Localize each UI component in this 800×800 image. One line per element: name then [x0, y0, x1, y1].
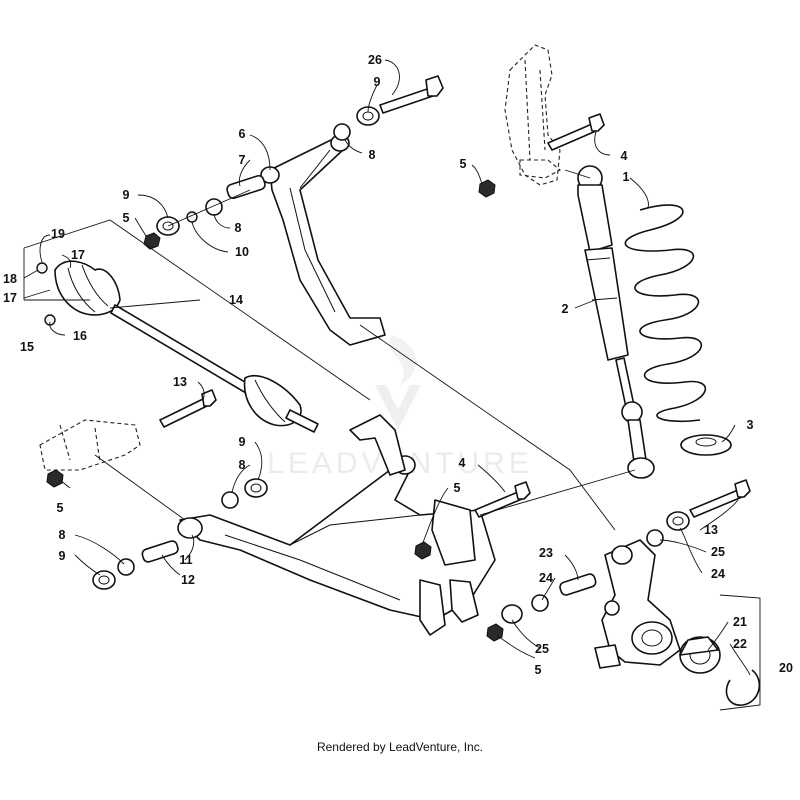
callout-24: 24 — [539, 571, 553, 585]
callout-25: 25 — [535, 642, 549, 656]
callout-9: 9 — [59, 549, 66, 563]
callout-5: 5 — [454, 481, 461, 495]
callout-19: 19 — [51, 227, 65, 241]
callout-16: 16 — [73, 329, 87, 343]
upper-a-arm — [260, 134, 386, 346]
callout-12: 12 — [181, 573, 195, 587]
drive-axle — [36, 260, 319, 433]
steering-knuckle — [594, 539, 681, 669]
callout-9: 9 — [239, 435, 246, 449]
render-credit: Rendered by LeadVenture, Inc. — [316, 740, 484, 754]
callout-2: 2 — [562, 302, 569, 316]
callout-24: 24 — [711, 567, 725, 581]
callout-8: 8 — [369, 148, 376, 162]
callout-3: 3 — [747, 418, 754, 432]
callout-8: 8 — [59, 528, 66, 542]
callout-6: 6 — [239, 127, 246, 141]
callout-9: 9 — [374, 75, 381, 89]
callout-18: 18 — [3, 272, 17, 286]
callout-5: 5 — [535, 663, 542, 677]
callout-10: 10 — [235, 245, 249, 259]
callout-5: 5 — [57, 501, 64, 515]
callout-5: 5 — [123, 211, 130, 225]
bolt-4-upper — [478, 113, 605, 198]
snap-ring — [725, 669, 761, 706]
callout-leaders — [23, 59, 751, 676]
callout-9: 9 — [123, 188, 130, 202]
callout-labels: 26 9 8 6 7 9 8 5 10 19 17 18 17 14 16 15… — [3, 53, 793, 677]
callout-4: 4 — [621, 149, 628, 163]
callout-4: 4 — [459, 456, 466, 470]
shock-absorber — [577, 165, 655, 479]
bolt-13-lower — [689, 479, 751, 518]
callout-8: 8 — [239, 458, 246, 472]
bolt-4-lower — [474, 481, 531, 518]
callout-13: 13 — [173, 375, 187, 389]
callout-1: 1 — [623, 170, 630, 184]
callout-17: 17 — [71, 248, 85, 262]
callout-23: 23 — [539, 546, 553, 560]
frame-bracket-lower — [39, 419, 141, 471]
callout-22: 22 — [733, 637, 747, 651]
callout-21: 21 — [733, 615, 747, 629]
callout-14: 14 — [229, 293, 243, 307]
frame-bracket-upper — [504, 44, 561, 186]
callout-11: 11 — [179, 553, 192, 567]
lower-a-arm — [177, 414, 496, 636]
bolt-13-upper — [159, 389, 217, 428]
callout-8: 8 — [235, 221, 242, 235]
callout-20: 20 — [779, 661, 793, 675]
coil-spring — [624, 204, 706, 423]
callout-25: 25 — [711, 545, 725, 559]
bolt-26 — [379, 75, 444, 114]
lower-arm-bushings — [46, 469, 268, 590]
spring-retainer — [680, 434, 732, 456]
callout-15: 15 — [20, 340, 34, 354]
callout-5: 5 — [460, 157, 467, 171]
upper-arm-bushings — [143, 106, 380, 250]
assembly-lines — [23, 169, 761, 711]
callout-13: 13 — [704, 523, 718, 537]
bearing — [679, 636, 721, 674]
callout-7: 7 — [239, 153, 246, 167]
callout-26: 26 — [368, 53, 382, 67]
callout-17: 17 — [3, 291, 17, 305]
